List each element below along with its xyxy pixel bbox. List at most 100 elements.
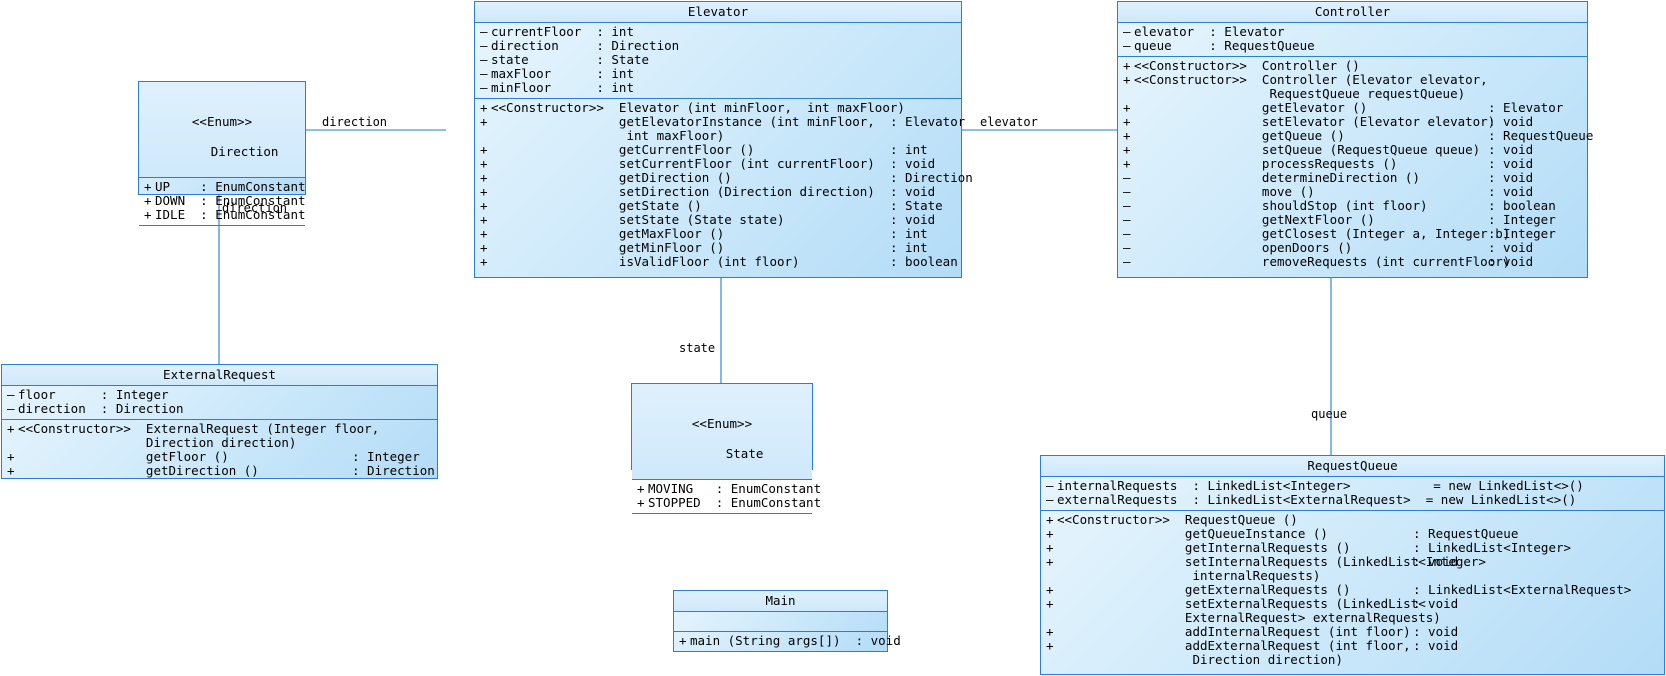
visibility-marker: + (480, 198, 488, 213)
member-signature: floor : Integer (18, 387, 169, 402)
member-signature: <<Constructor>> Controller () (1134, 58, 1360, 73)
member-row: + setInternalRequests (LinkedList<Intege… (1041, 555, 1664, 569)
member-row: – openDoors (): void (1118, 241, 1587, 255)
visibility-marker: – (1123, 38, 1131, 53)
member-row: + getExternalRequests (): LinkedList<Ext… (1041, 583, 1664, 597)
member-signature: DOWN : EnumConstant (155, 193, 306, 208)
member-return-type: : void (890, 156, 936, 171)
visibility-marker: + (1046, 526, 1054, 541)
visibility-marker: + (480, 240, 488, 255)
member-row: – shouldStop (int floor): boolean (1118, 199, 1587, 213)
member-return-type: : int (890, 240, 928, 255)
member-signature: setState (State state) (491, 212, 785, 227)
visibility-marker: + (679, 633, 687, 648)
member-signature: MOVING : EnumConstant (648, 481, 822, 496)
visibility-marker: – (1046, 478, 1054, 493)
edge-label-queue: queue (1311, 407, 1348, 421)
visibility-marker: + (1123, 72, 1131, 87)
visibility-marker: – (480, 24, 488, 39)
attributes-external-request: –floor : Integer–direction : Direction (2, 386, 437, 420)
member-signature: <<Constructor>> RequestQueue () (1057, 512, 1298, 527)
member-return-type: : void (1413, 638, 1459, 653)
attributes-state: +MOVING : EnumConstant+STOPPED : EnumCon… (632, 480, 821, 514)
visibility-marker: – (1123, 198, 1131, 213)
class-title-main: Main (674, 591, 887, 612)
member-return-type: : boolean (890, 254, 958, 269)
attributes-direction: +UP : EnumConstant+DOWN : EnumConstant+I… (139, 178, 306, 226)
member-signature: getDirection () (491, 170, 732, 185)
class-name-direction: Direction (210, 144, 279, 159)
member-signature: setDirection (Direction direction) (491, 184, 875, 199)
visibility-marker: – (1123, 254, 1131, 269)
member-signature: <<Constructor>> ExternalRequest (Integer… (18, 421, 380, 436)
visibility-marker: + (480, 254, 488, 269)
member-return-type: : RequestQueue (1413, 526, 1519, 541)
member-signature: UP : EnumConstant (155, 179, 306, 194)
visibility-marker: + (1123, 114, 1131, 129)
member-return-type: : void (890, 212, 936, 227)
member-signature: addExternalRequest (int floor, (1057, 638, 1411, 653)
visibility-marker: + (480, 170, 488, 185)
member-row: –queue : RequestQueue (1118, 39, 1587, 53)
visibility-marker: + (144, 179, 152, 194)
class-box-request-queue[interactable]: RequestQueue –internalRequests : LinkedL… (1040, 455, 1665, 675)
member-return-type: : Elevator (1488, 100, 1564, 115)
member-signature: getCurrentFloor () (491, 142, 755, 157)
edge-label-state: state (679, 341, 716, 355)
class-box-direction[interactable]: <<Enum>> Direction +UP : EnumConstant+DO… (138, 81, 306, 226)
member-signature: ExternalRequest> externalRequests) (1057, 610, 1441, 625)
member-return-type: : void (1488, 114, 1534, 129)
member-signature: getDirection () (18, 463, 259, 478)
member-row: +<<Constructor>> Controller () (1118, 59, 1587, 73)
member-signature: direction : Direction (491, 38, 680, 53)
member-row: + setElevator (Elevator elevator): void (1118, 115, 1587, 129)
class-box-external-request[interactable]: ExternalRequest –floor : Integer–directi… (1, 364, 438, 479)
member-row: – removeRequests (int currentFloor): voi… (1118, 255, 1587, 269)
member-row: + getQueue (): RequestQueue (1118, 129, 1593, 143)
member-signature: state : State (491, 52, 650, 67)
member-signature: move () (1134, 184, 1315, 199)
member-row: +UP : EnumConstant (139, 179, 306, 194)
member-return-type: : Integer (1488, 212, 1556, 227)
class-name-state: State (725, 446, 764, 461)
class-box-controller[interactable]: Controller –elevator : Elevator–queue : … (1117, 1, 1593, 278)
member-signature: externalRequests : LinkedList<ExternalRe… (1057, 492, 1577, 507)
member-signature: getInternalRequests () (1057, 540, 1351, 555)
visibility-marker: + (1046, 540, 1054, 555)
member-row: – getNextFloor (): Integer (1118, 213, 1587, 227)
stereotype-enum-direction: <<Enum>> (191, 114, 253, 129)
visibility-marker: + (144, 193, 152, 208)
member-row: + setQueue (RequestQueue queue): void (1118, 143, 1587, 157)
member-signature: main (String args[]) : void (690, 633, 901, 648)
visibility-marker: + (1123, 142, 1131, 157)
member-row: + addExternalRequest (int floor,: void (1041, 639, 1664, 653)
member-row: + getElevator (): Elevator (1118, 101, 1587, 115)
member-signature: addInternalRequest (int floor) (1057, 624, 1411, 639)
member-return-type: : boolean (1488, 198, 1556, 213)
visibility-marker: + (7, 421, 15, 436)
visibility-marker: + (7, 449, 15, 464)
operations-elevator: +<<Constructor>> Elevator (int minFloor,… (475, 99, 973, 272)
member-return-type: : Integer (1488, 226, 1556, 241)
attributes-controller: –elevator : Elevator–queue : RequestQueu… (1118, 23, 1587, 57)
member-row: + getMinFloor (): int (475, 241, 961, 255)
visibility-marker: – (7, 401, 15, 416)
class-box-elevator[interactable]: Elevator –currentFloor : int–direction :… (474, 1, 973, 278)
visibility-marker: – (1123, 184, 1131, 199)
visibility-marker: – (480, 38, 488, 53)
member-signature: processRequests () (1134, 156, 1398, 171)
member-row: + addInternalRequest (int floor): void (1041, 625, 1664, 639)
member-row: +<<Constructor>> Controller (Elevator el… (1118, 73, 1587, 87)
visibility-marker: – (1123, 24, 1131, 39)
operations-main: +main (String args[]) : void (674, 632, 901, 651)
class-box-state[interactable]: <<Enum>> State +MOVING : EnumConstant+ST… (631, 383, 821, 514)
visibility-marker: + (1123, 156, 1131, 171)
member-row: +<<Constructor>> ExternalRequest (Intege… (2, 422, 437, 436)
member-return-type: : int (890, 142, 928, 157)
member-signature: getMaxFloor () (491, 226, 725, 241)
class-box-main[interactable]: Main +main (String args[]) : void (673, 590, 901, 652)
visibility-marker: + (480, 184, 488, 199)
member-signature: setInternalRequests (LinkedList<Integer> (1057, 554, 1486, 569)
member-row: –maxFloor : int (475, 67, 961, 81)
member-row: + getMaxFloor (): int (475, 227, 961, 241)
